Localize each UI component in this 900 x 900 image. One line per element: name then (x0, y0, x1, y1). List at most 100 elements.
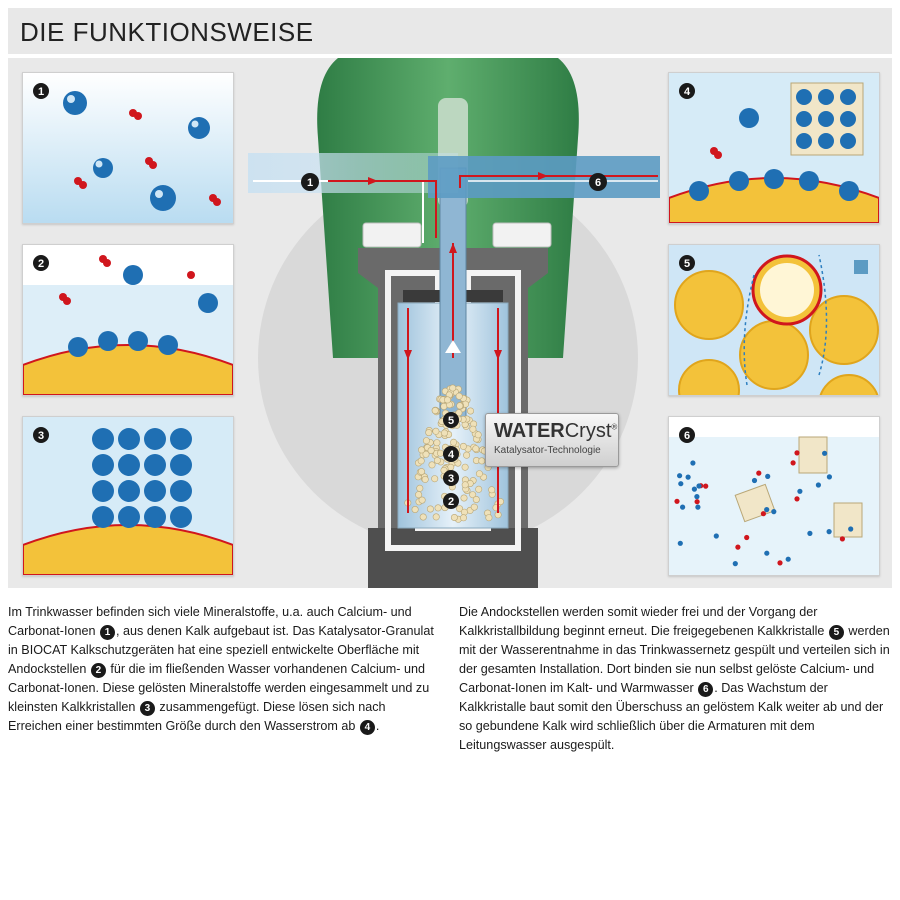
inline-number: 6 (698, 682, 713, 697)
panel-1-illustration: 1 (23, 73, 233, 223)
panel-6-binding-in-network: 6 (668, 416, 880, 576)
granule (434, 457, 440, 463)
granule (412, 506, 418, 512)
svg-text:2: 2 (448, 496, 454, 508)
granule (433, 514, 439, 520)
description-right: Die Andockstellen werden somit wieder fr… (459, 603, 892, 755)
dissolved-ion (756, 471, 761, 476)
crystal-block (834, 503, 862, 537)
dissolved-ion (764, 507, 769, 512)
text-segment: Die Andockstellen werden somit wieder fr… (459, 605, 828, 638)
dissolved-ion (771, 509, 776, 514)
svg-text:5: 5 (448, 415, 454, 427)
granule (456, 393, 462, 399)
dissolved-ion (695, 499, 700, 504)
granule (418, 447, 424, 453)
cluster-ion (92, 480, 114, 502)
cluster-ion (144, 428, 166, 450)
svg-text:5: 5 (684, 258, 690, 270)
diagram-area: 1 6 5 4 3 2 WATERCryst® Katalysator-Tech… (8, 58, 892, 588)
cluster-ion (840, 89, 856, 105)
cluster-ion (840, 133, 856, 149)
dissolved-ion (791, 460, 796, 465)
panel-5-illustration: 5 (669, 245, 879, 395)
panel-5-crystals-flushed: 5 (668, 244, 880, 396)
dissolved-ion (797, 489, 802, 494)
granule (457, 403, 463, 409)
panel-4-detached-crystals: 4 (668, 72, 880, 224)
svg-text:1: 1 (38, 86, 44, 98)
dissolved-ion (735, 545, 740, 550)
svg-text:4: 4 (684, 86, 691, 98)
granule (451, 514, 457, 520)
granule (460, 443, 466, 449)
dissolved-ion (733, 561, 738, 566)
granule (467, 408, 473, 414)
logo-subtitle: Katalysator-Technologie (494, 445, 601, 456)
granule (434, 440, 440, 446)
cluster-ion (796, 111, 812, 127)
granule (432, 476, 438, 482)
inline-number: 3 (140, 701, 155, 716)
dissolved-ion (794, 450, 799, 455)
granule (462, 482, 468, 488)
inlet-number-badge: 1 (301, 173, 319, 191)
granule (423, 438, 429, 444)
cluster-ion (170, 480, 192, 502)
granule (450, 385, 456, 391)
watercryst-logo: WATERCryst® Katalysator-Technologie (485, 413, 619, 467)
granule (417, 485, 423, 491)
granule (437, 450, 443, 456)
granule (473, 496, 479, 502)
cluster-ion (796, 89, 812, 105)
granule (462, 464, 468, 470)
panel-3-illustration: 3 (23, 417, 233, 575)
cluster-ion (818, 111, 834, 127)
calcium-ion (188, 117, 210, 139)
cluster-ion (118, 454, 140, 476)
granule (422, 476, 428, 482)
dissolved-ion (680, 505, 685, 510)
granule (427, 506, 433, 512)
panel-4-illustration: 4 (669, 73, 879, 223)
inlet-pipe (248, 153, 458, 193)
granule (420, 514, 426, 520)
granule (489, 487, 495, 493)
cluster-ion (170, 506, 192, 528)
dissolved-ion (703, 484, 708, 489)
text-segment: . (376, 719, 380, 733)
dissolved-ion (678, 481, 683, 486)
dissolved-ion (690, 460, 695, 465)
svg-text:3: 3 (448, 473, 454, 485)
dissolved-ion (752, 478, 757, 483)
panel-6-illustration: 6 (669, 417, 879, 575)
granule (471, 504, 477, 510)
granule (444, 397, 450, 403)
calcium-ion (123, 265, 143, 285)
granule (435, 505, 441, 511)
granulate-badge-2: 2 (443, 493, 459, 509)
cluster-ion (840, 111, 856, 127)
dissolved-ion (744, 535, 749, 540)
svg-text:4: 4 (448, 449, 455, 461)
granule (419, 497, 425, 503)
description-left: Im Trinkwasser befinden sich viele Miner… (8, 603, 438, 736)
dissolved-ion (827, 529, 832, 534)
cluster-ion (92, 506, 114, 528)
cluster-ion (170, 454, 192, 476)
cluster-ion (144, 506, 166, 528)
svg-text:1: 1 (307, 177, 313, 189)
dissolved-ion (764, 551, 769, 556)
dissolved-ion (848, 526, 853, 531)
granule (441, 430, 447, 436)
granule (432, 407, 438, 413)
dissolved-ion (678, 541, 683, 546)
crystal-fragment (854, 260, 868, 274)
svg-text:3: 3 (38, 430, 44, 442)
cluster-ion (92, 454, 114, 476)
granule (463, 452, 469, 458)
calcium-ion (93, 158, 113, 178)
dissolved-ion (714, 533, 719, 538)
granule (475, 432, 481, 438)
dissolved-ion (686, 475, 691, 480)
